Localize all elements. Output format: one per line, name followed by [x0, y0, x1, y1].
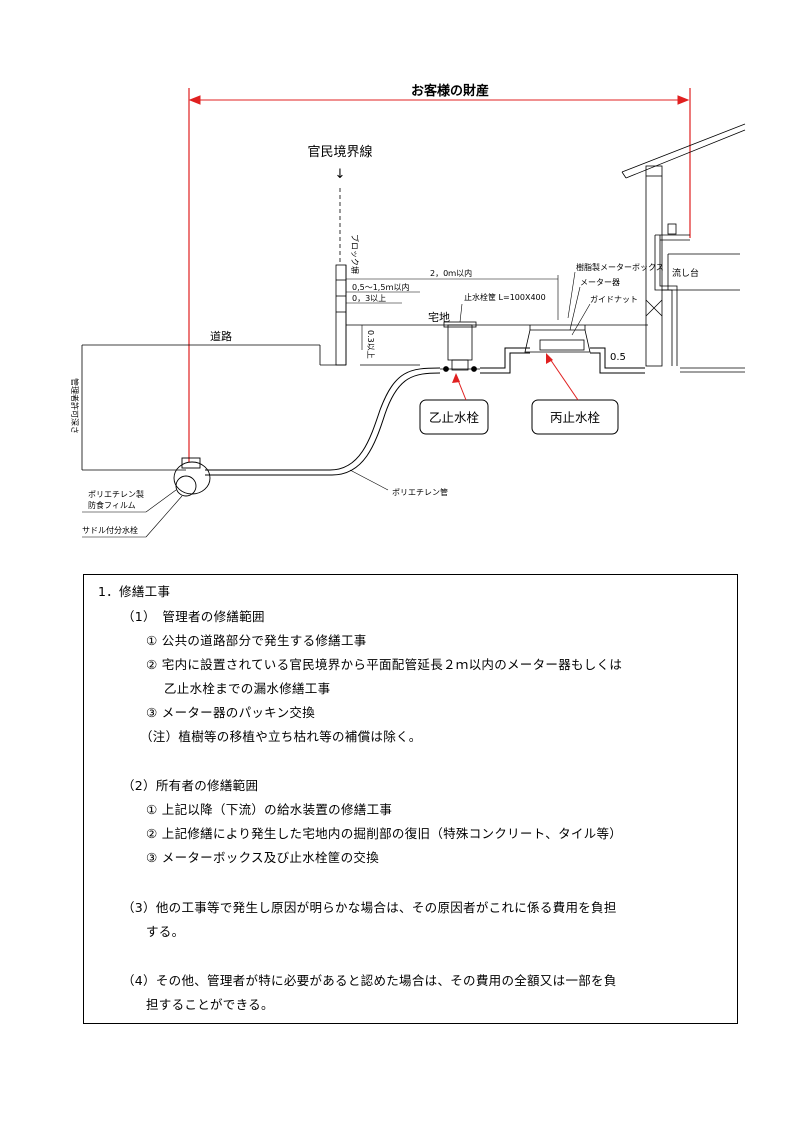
repair-heading: 1．修繕工事	[98, 584, 171, 599]
dim-03-label: 0，3以上	[352, 294, 386, 303]
boundary-label: 官民境界線	[307, 144, 372, 160]
service-pipe	[205, 347, 645, 476]
dim-2m-label: 2，0ｍ以内	[430, 268, 472, 278]
dimension-lines	[346, 275, 559, 350]
sec1-item1: ① 公共の道路部分で発生する修繕工事	[146, 633, 367, 648]
meter-box	[524, 325, 591, 353]
sec1-title: （1） 管理者の修繕範囲	[122, 609, 265, 624]
sec4-line1: （4）その他、管理者が特に必要があると認めた場合は、その費用の全額又は一部を負	[122, 973, 617, 988]
pipe-label: ポリエチレン管	[392, 487, 448, 497]
sec3-line2: する。	[146, 924, 185, 939]
private-ground	[345, 265, 648, 366]
road-label: 道路	[210, 329, 232, 343]
sec2-item2: ② 上記修繕により発生した宅地内の掘削部の復旧（特殊コンクリート、タイル等）	[146, 826, 623, 841]
sec1-item3: ③ メーター器のパッキン交換	[146, 705, 316, 720]
stop-valve-box	[440, 321, 480, 372]
meter-box-label: 樹脂製メーターボックス	[576, 262, 664, 272]
sec2-item3: ③ メーターボックス及び止水栓筐の交換	[146, 850, 380, 865]
stop-valve-box-label: 止水栓筐 L=100X400	[464, 292, 546, 302]
block-wall-label: ブロック塀	[350, 234, 360, 274]
film-label-2: 防食フィルム	[88, 500, 136, 510]
sec2-title: （2）所有者の修繕範囲	[122, 778, 259, 793]
sec1-item2b: 乙止水栓までの漏水修繕工事	[164, 681, 331, 696]
otsu-callout: 乙止水栓	[419, 373, 489, 435]
sec1-note: （注）植樹等の移植や立ち枯れ等の補償は除く。	[140, 729, 422, 744]
water-supply-diagram: お客様の財産 官民境界線 ↓ ブロック塀 道路 管理者許可深さ 宅地	[70, 83, 746, 538]
guide-nut-label: ガイドナット	[590, 294, 638, 304]
sec2-item1: ① 上記以降（下流）の給水装置の修繕工事	[146, 802, 393, 817]
depth-label: 管理者許可深さ	[70, 378, 80, 434]
sec1-item2a: ② 宅内に設置されている官民境界から平面配管延長２ｍ以内のメーター器もしくは	[146, 657, 623, 672]
hei-callout: 丙止水栓	[531, 353, 619, 435]
private-land-label: 宅地	[428, 310, 450, 324]
sec3-line1: （3）他の工事等で発生し原因が明らかな場合は、その原因者がこれに係る費用を負担	[122, 900, 617, 915]
property-title: お客様の財産	[411, 83, 489, 99]
sink-label: 流し台	[672, 267, 699, 279]
dim-05-label: 0.5	[610, 352, 626, 363]
film-label-1: ポリエチレン製	[88, 489, 144, 499]
meter-label: メーター器	[580, 278, 620, 287]
sec4-line2: 担することができる。	[146, 997, 274, 1012]
saddle-tap	[173, 457, 211, 497]
property-span-arrow	[188, 88, 691, 462]
block-wall	[319, 264, 347, 366]
otsu-valve-label: 乙止水栓	[429, 410, 480, 425]
arrow-down-icon: ↓	[335, 167, 346, 182]
saddle-label: サドル付分水栓	[82, 525, 138, 535]
house	[621, 123, 746, 373]
hei-valve-label: 丙止水栓	[550, 410, 601, 425]
road-surface	[81, 344, 320, 471]
repair-work-box: 1．修繕工事 （1） 管理者の修繕範囲 ① 公共の道路部分で発生する修繕工事 ②…	[83, 574, 738, 1024]
dim-05-15-label: 0,5～1,5ｍ以内	[352, 282, 409, 292]
dim-03-vertical-label: 0.3以上	[366, 330, 375, 359]
